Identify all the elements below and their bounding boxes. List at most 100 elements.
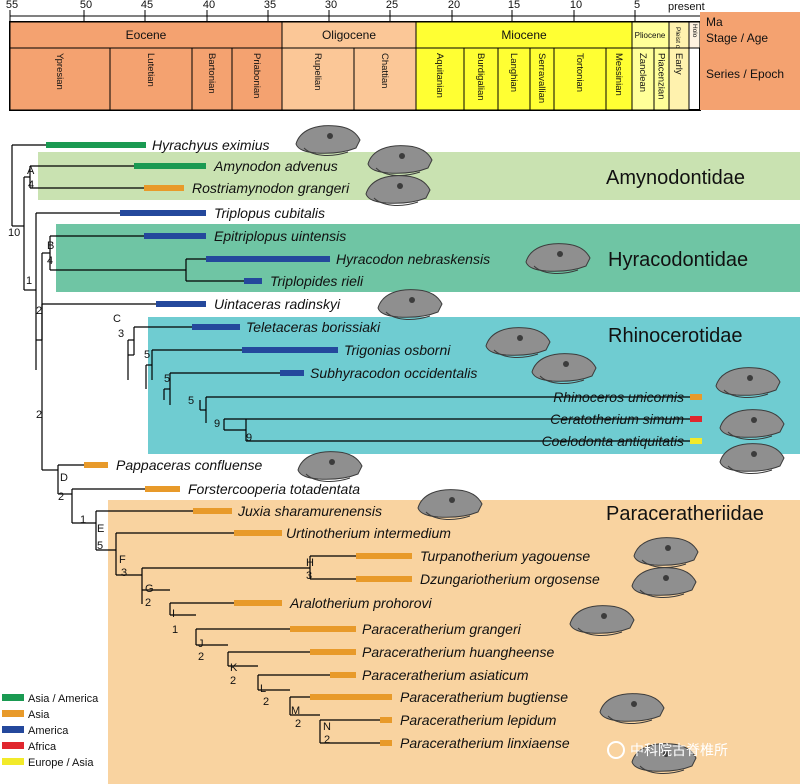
jaw-line [373,197,419,206]
legend-swatch [2,742,24,749]
stage-cell [9,47,111,111]
jaw-line [577,627,623,636]
range-bar [234,530,282,536]
jaw-line [539,375,585,384]
family-box-rhinocerotidae [148,317,800,454]
skull-icon [377,289,443,320]
support-value: 4 [47,255,53,267]
range-bar [690,394,702,400]
taxon-label: Forstercooperia totadentata [188,481,360,497]
taxon-label: Paraceratherium lepidum [400,712,557,728]
family-label-rhinocerotidae: Rhinocerotidae [608,325,743,347]
axis-tick-label: 15 [508,0,520,11]
skull-icon [531,353,597,384]
range-bar [356,576,412,582]
stage-cell [191,47,233,111]
skull-icon [719,409,785,440]
node-letter: B [47,240,54,252]
jaw-line [641,559,687,568]
support-value: 1 [80,514,86,526]
stage-cell [605,47,633,111]
node-letter: I [172,608,175,620]
stage-cell [463,47,499,111]
legend-label: Europe / Asia [28,757,94,769]
range-bar [380,717,392,723]
jaw-line [533,265,579,274]
support-value: 2 [36,305,42,317]
axis-tick-label: 50 [80,0,92,11]
node-letter: D [60,472,68,484]
range-bar [46,142,146,148]
epoch-label-pleistocene: Pleist ocene [674,27,681,63]
family-label-hyracodontidae: Hyracodontidae [608,249,748,271]
node-letter: N [323,721,331,733]
orbit [557,251,563,257]
epoch-label-oligocene: Oligocene [322,28,376,42]
taxon-label: Rhinoceros unicornis [553,389,684,405]
range-bar [193,508,232,514]
range-bar [242,347,338,353]
taxon-label: Turpanotherium yagouense [420,548,590,564]
support-value: 2 [263,696,269,708]
stage-label: Rupelian [312,53,323,91]
orbit [449,497,455,503]
stage-label: Serravallian [536,53,547,103]
orbit [329,459,335,465]
orbit [397,183,403,189]
range-bar [156,301,206,307]
legend-label: Asia / America [28,693,99,705]
stage-cell [109,47,193,111]
taxon-label: Aralotherium prohorovi [289,595,433,611]
node-letter: C [113,313,121,325]
range-bar [120,210,206,216]
stage-label: Lutetian [145,53,156,87]
stage-label: Aquitanian [434,53,445,98]
skull-icon [631,743,697,774]
taxon-label: Coelodonta antiquitatis [542,433,684,449]
taxon-label: Hyrachyus eximius [152,137,269,153]
support-value: 2 [230,675,236,687]
taxon-label: Paraceratherium grangeri [362,621,522,637]
present-label: present [668,1,705,13]
skull-illustrations [295,125,785,774]
orbit [751,417,757,423]
jaw-line [375,167,421,176]
skull-icon [599,693,665,724]
stage-cell [668,47,690,111]
taxon-label: Trigonias osborni [344,342,451,358]
taxon-label: Triplopides rieli [270,273,364,289]
stage-label: Messinian [613,53,624,96]
taxon-label: Subhyracodon occidentalis [310,365,477,381]
taxon-label: Teletaceras borissiaki [246,319,381,335]
support-value: 2 [198,651,204,663]
node-letter: A [27,165,35,177]
support-value: 3 [306,570,312,582]
stage-cell [529,47,555,111]
skull-icon [367,145,433,176]
legend-label: America [28,725,69,737]
support-value: 5 [188,395,194,407]
support-value: 5 [164,373,170,385]
axis-tick-label: 25 [386,0,398,11]
jaw-line [639,589,685,598]
range-bar [234,600,282,606]
range-bar [192,324,240,330]
orbit [663,575,669,581]
support-value: 2 [58,491,64,503]
jaw-line [385,311,431,320]
stage-cell [415,47,465,111]
support-value: 9 [246,432,252,444]
stage-label: Stage / Age [706,31,768,45]
taxon-label: Paraceratherium huangheense [362,644,554,660]
range-bar [310,694,392,700]
watermark: 中科院古脊椎所 [607,741,728,759]
epoch-label-pliocene: Pliocene [635,31,666,40]
support-value: 4 [28,179,34,191]
taxon-label: Dzungariotherium orgosense [420,571,600,587]
stage-label: Tortonian [574,53,585,92]
support-value: 9 [214,418,220,430]
wechat-icon [607,741,625,759]
stage-cell [281,47,355,111]
